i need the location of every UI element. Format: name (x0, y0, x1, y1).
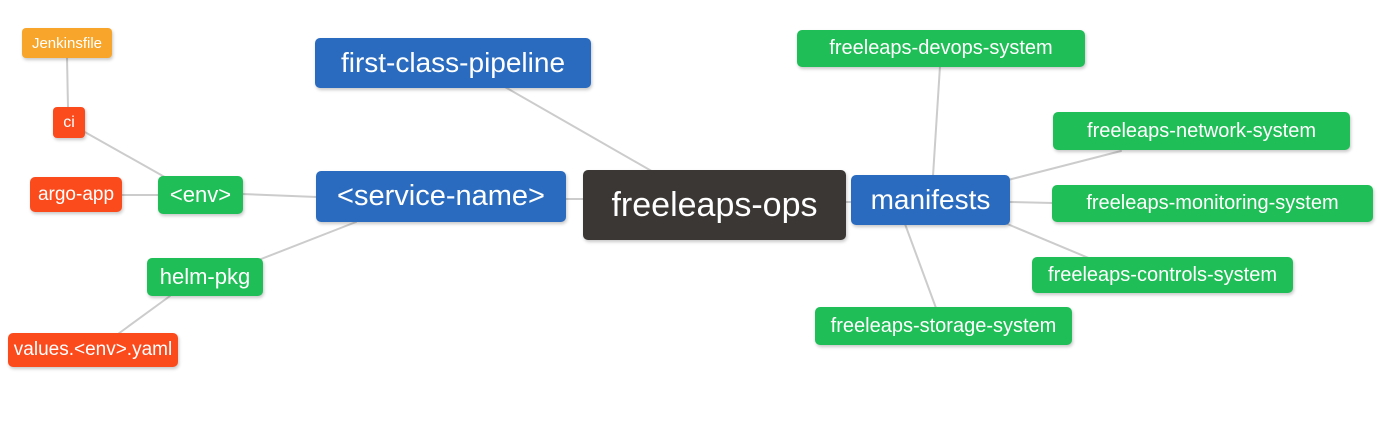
node-values-env-yaml[interactable]: values.<env>.yaml (8, 333, 178, 367)
edge-manifests-network (1007, 150, 1122, 181)
node-jenkinsfile[interactable]: Jenkinsfile (22, 28, 112, 58)
node-freeleaps-ops-root[interactable]: freeleaps-ops (583, 170, 846, 240)
edge-manifests-storage (904, 223, 937, 309)
node-env[interactable]: <env> (158, 176, 243, 214)
node-service-name[interactable]: <service-name> (316, 171, 566, 222)
edge-manifests-controls (1004, 222, 1092, 260)
edge-helm-pkg-service-name (255, 221, 357, 262)
edge-env-service-name (241, 193, 318, 198)
node-first-class-pipeline[interactable]: first-class-pipeline (315, 38, 591, 88)
edge-jenkinsfile-ci (66, 56, 69, 109)
edge-pipeline-freeleaps-ops (504, 86, 656, 174)
edge-values-helm-pkg (117, 295, 171, 335)
node-freeleaps-storage-system[interactable]: freeleaps-storage-system (815, 307, 1072, 345)
node-helm-pkg[interactable]: helm-pkg (147, 258, 263, 296)
node-freeleaps-devops-system[interactable]: freeleaps-devops-system (797, 30, 1085, 67)
edge-manifests-monitoring (1008, 201, 1054, 204)
node-manifests[interactable]: manifests (851, 175, 1010, 225)
node-freeleaps-monitoring-system[interactable]: freeleaps-monitoring-system (1052, 185, 1373, 222)
node-freeleaps-network-system[interactable]: freeleaps-network-system (1053, 112, 1350, 150)
edge-manifests-devops (932, 65, 941, 177)
node-argo-app[interactable]: argo-app (30, 177, 122, 212)
node-freeleaps-controls-system[interactable]: freeleaps-controls-system (1032, 257, 1293, 293)
edge-ci-env (82, 130, 171, 181)
node-ci[interactable]: ci (53, 107, 85, 138)
